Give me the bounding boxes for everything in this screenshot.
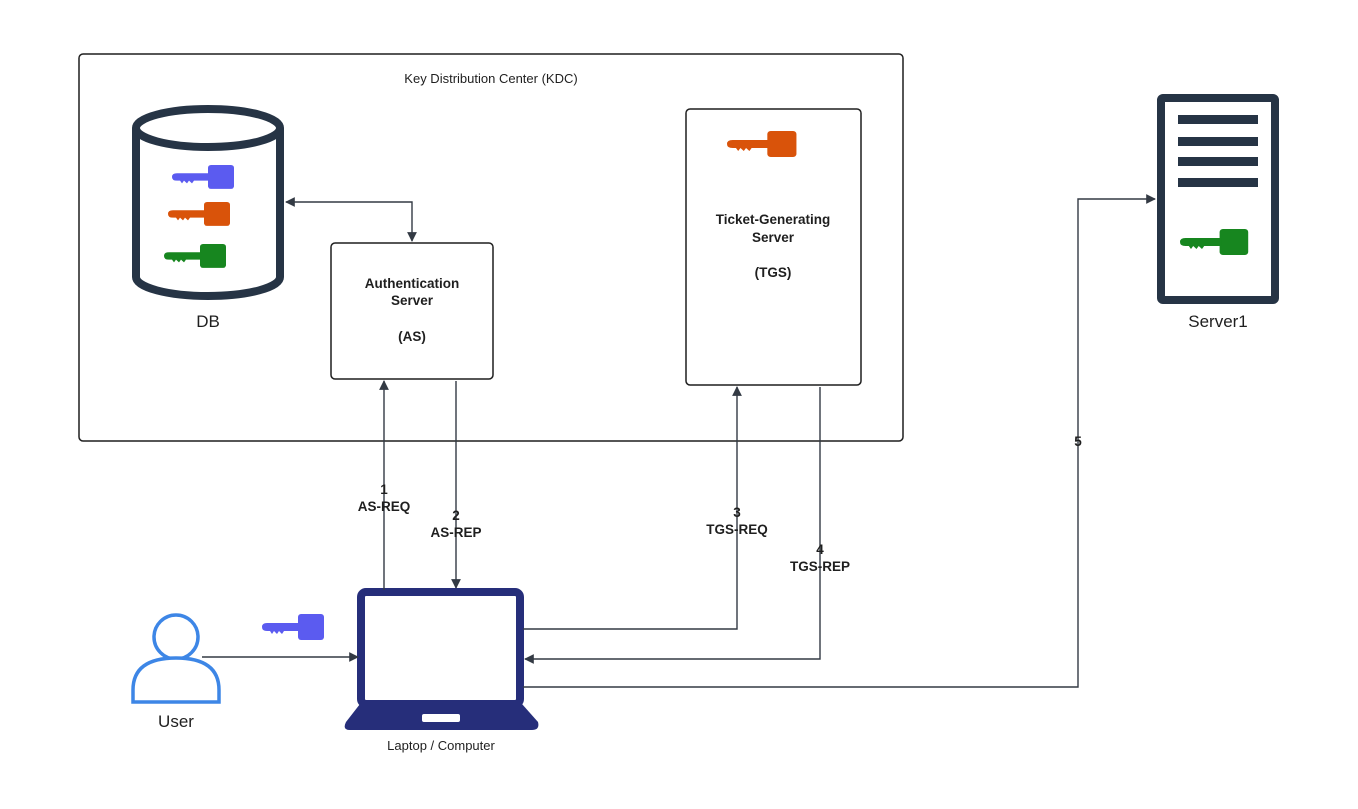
db-label: DB	[196, 312, 220, 331]
db-cylinder: DB	[132, 105, 284, 331]
connectors	[202, 194, 1156, 688]
flow-3-label: TGS-REQ	[706, 522, 768, 537]
server-slot	[1178, 157, 1258, 166]
flow-5-number: 5	[1074, 434, 1082, 449]
tgs-req-arrow	[523, 386, 742, 630]
laptop-screen	[357, 588, 524, 708]
authentication-server-box: Authentication Server (AS)	[330, 242, 494, 380]
user-key-icon	[262, 614, 324, 640]
tgs-rep-arrow	[524, 387, 821, 664]
as-abbr: (AS)	[398, 329, 426, 344]
user-icon: User	[131, 613, 221, 731]
flow-4-number: 4	[816, 542, 824, 557]
kdc-label: Key Distribution Center (KDC)	[404, 71, 577, 86]
flow-3-number: 3	[733, 505, 741, 520]
laptop-icon: Laptop / Computer	[344, 588, 539, 753]
tgs-abbr: (TGS)	[755, 265, 792, 280]
laptop-label: Laptop / Computer	[387, 738, 495, 753]
tgs-title-line1: Ticket-Generating	[716, 212, 831, 227]
server-slot	[1178, 137, 1258, 146]
flow-1-label: AS-REQ	[358, 499, 411, 514]
server1: Server1	[1157, 94, 1279, 331]
flow-4-label: TGS-REP	[790, 559, 850, 574]
server1-label: Server1	[1188, 312, 1248, 331]
laptop-trackpad	[422, 714, 460, 722]
db-top	[132, 105, 284, 151]
db-as-link	[285, 197, 417, 242]
user-label: User	[158, 712, 194, 731]
service-request-arrow	[523, 194, 1156, 688]
as-title-line1: Authentication	[365, 276, 460, 291]
server-frame	[1157, 94, 1279, 304]
tgs-server-box: Ticket-Generating Server (TGS)	[685, 108, 862, 386]
as-title-line2: Server	[391, 293, 434, 308]
flow-labels: 1 AS-REQ 2 AS-REP 3 TGS-REQ 4 TGS-REP 5	[358, 434, 1083, 574]
server-slot	[1178, 115, 1258, 124]
server-slot	[1178, 178, 1258, 187]
flow-2-number: 2	[452, 508, 460, 523]
flow-1-number: 1	[380, 482, 388, 497]
flow-2-label: AS-REP	[430, 525, 481, 540]
tgs-title-line2: Server	[752, 230, 795, 245]
